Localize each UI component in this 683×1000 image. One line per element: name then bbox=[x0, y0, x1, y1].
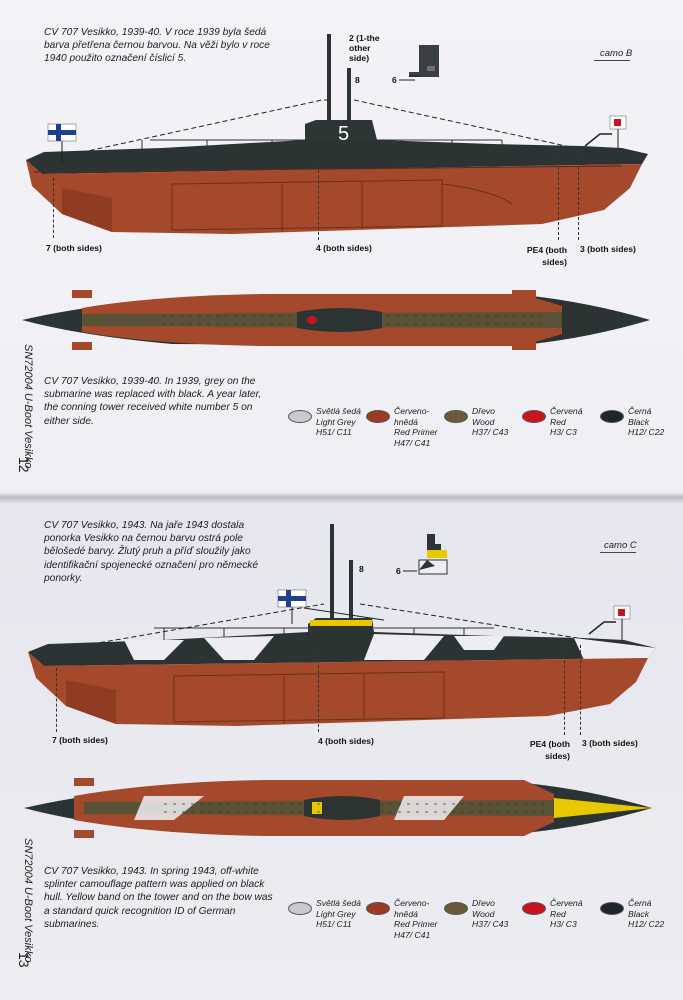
swatch-red-2 bbox=[522, 902, 546, 915]
page-12 bbox=[0, 0, 683, 496]
swatch-black bbox=[600, 410, 624, 423]
swatch-red-primer-2 bbox=[366, 902, 390, 915]
swatch-wood bbox=[444, 410, 468, 423]
callout-8-top: 8 bbox=[355, 75, 360, 85]
leader-3-top bbox=[578, 152, 579, 240]
callout-7-bottom: 7 (both sides) bbox=[52, 735, 108, 745]
camo-underline-top bbox=[594, 60, 630, 61]
callout-pe4-bottom: PE4 (both sides) bbox=[529, 739, 570, 761]
swatch-light-grey bbox=[288, 410, 312, 423]
leader-3-bottom bbox=[580, 645, 581, 735]
leader-4-bottom bbox=[318, 650, 319, 732]
page-number-13: 13 bbox=[16, 952, 32, 968]
camo-label-top: camo B bbox=[600, 48, 633, 59]
callout-6-bottom: 6 bbox=[396, 566, 401, 576]
caption-bottom-english: CV 707 Vesikko, 1943. In spring 1943, of… bbox=[44, 866, 273, 930]
leader-7-top bbox=[53, 178, 54, 238]
callout-4-top: 4 (both sides) bbox=[316, 243, 372, 253]
camo-underline-bottom bbox=[600, 552, 636, 553]
callout-6-bottom-line bbox=[403, 570, 417, 572]
submarine-profile-top: 5 bbox=[26, 34, 648, 234]
caption-bottom-czech: CV 707 Vesikko, 1943. Na jaře 1943 dosta… bbox=[44, 520, 259, 584]
callout-4-bottom: 4 (both sides) bbox=[318, 736, 374, 746]
page-number-12: 12 bbox=[16, 457, 32, 473]
tower-number-top: 5 bbox=[338, 123, 349, 145]
spine-title-bottom: SN72004 U-Boot Vesikko bbox=[22, 838, 34, 963]
callout-8-bottom: 8 bbox=[359, 564, 364, 574]
swatch-red bbox=[522, 410, 546, 423]
caption-top-czech: CV 707 Vesikko, 1939-40. V roce 1939 byl… bbox=[44, 27, 270, 65]
page-13 bbox=[0, 500, 683, 1000]
submarine-plan-top bbox=[22, 290, 650, 350]
tower-detail-bottom bbox=[418, 534, 448, 575]
swatch-wood-2 bbox=[444, 902, 468, 915]
submarine-plan-bottom bbox=[24, 778, 652, 838]
callout-7-top: 7 (both sides) bbox=[46, 243, 102, 253]
book-fold bbox=[0, 492, 683, 504]
spine-title-top: SN72004 U-Boot Vesikko bbox=[22, 344, 34, 469]
callout-pe4-top: PE4 (both sides) bbox=[526, 245, 567, 267]
submarine-profile-bottom bbox=[28, 524, 656, 726]
callout-3-bottom: 3 (both sides) bbox=[582, 738, 638, 748]
caption-top-english: CV 707 Vesikko, 1939-40. In 1939, grey o… bbox=[44, 376, 262, 427]
callout-6-top-line bbox=[399, 79, 415, 81]
swatch-light-grey-2 bbox=[288, 902, 312, 915]
leader-4-top bbox=[318, 160, 319, 240]
callout-2-top: 2 (1-the other side) bbox=[349, 33, 383, 63]
leader-7-bottom bbox=[56, 668, 57, 732]
callout-3-top: 3 (both sides) bbox=[580, 244, 636, 254]
swatch-red-primer bbox=[366, 410, 390, 423]
swatch-black-2 bbox=[600, 902, 624, 915]
callout-2-top-text: 2 (1-the other side) bbox=[349, 33, 380, 63]
camo-label-bottom: camo C bbox=[604, 540, 637, 551]
leader-pe4-bottom bbox=[564, 645, 565, 735]
tower-detail-top bbox=[409, 45, 439, 77]
callout-6-top: 6 bbox=[392, 75, 397, 85]
leader-pe4-top bbox=[558, 152, 559, 240]
